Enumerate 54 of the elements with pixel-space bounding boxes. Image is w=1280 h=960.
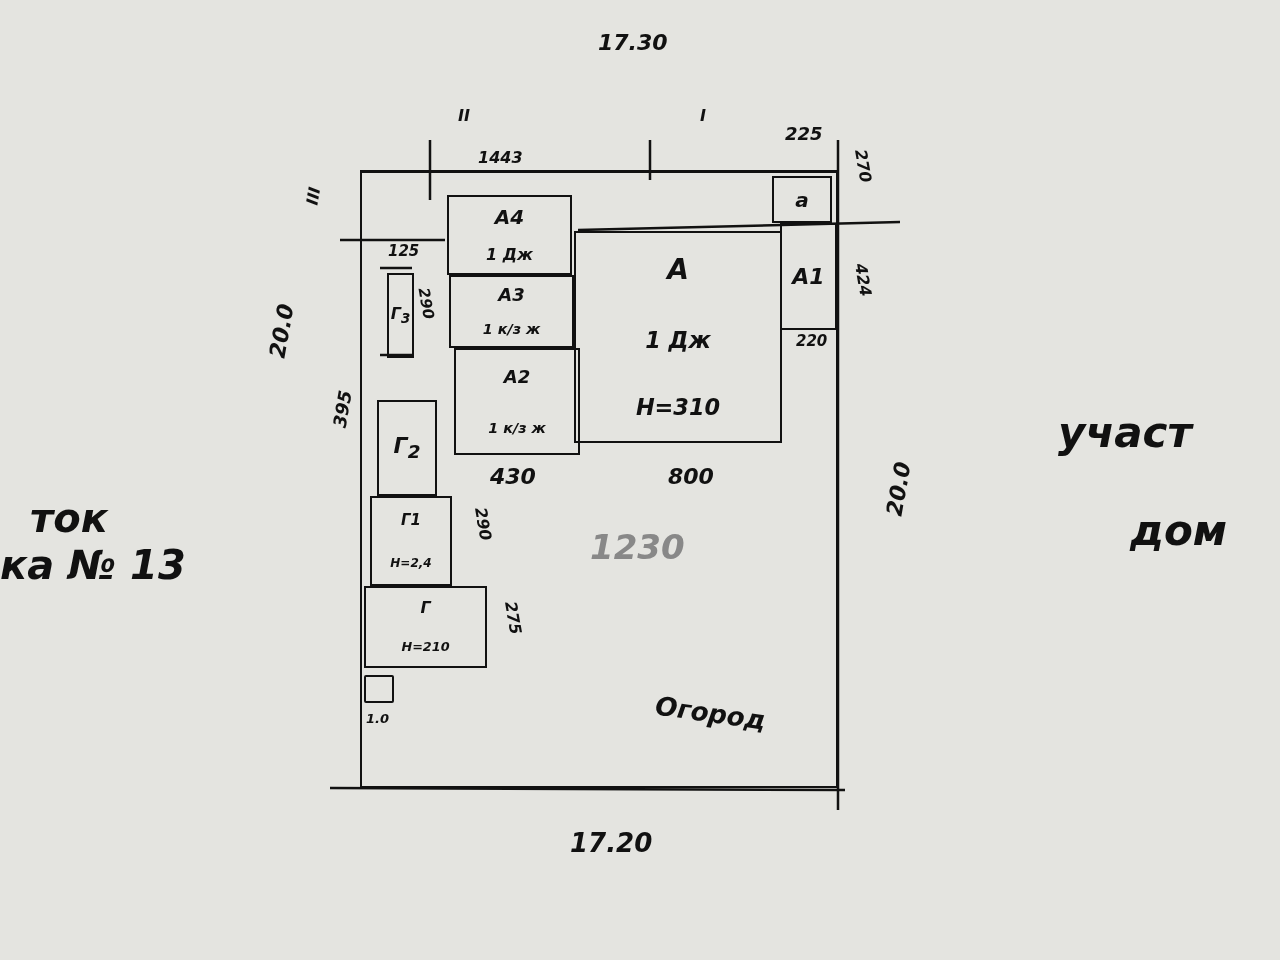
- dimension-label: 270: [851, 148, 874, 184]
- dimension-label: 17.20: [570, 830, 653, 856]
- dimension-label: 20.0: [266, 302, 298, 360]
- section-mark: I: [700, 108, 706, 124]
- dimension-label: 800: [668, 466, 714, 488]
- room-note: 1 к/з ж: [488, 420, 546, 436]
- section-mark: II: [458, 108, 470, 124]
- room-label: Огород: [653, 692, 768, 734]
- building-outline: [364, 586, 487, 668]
- dimension-label: 220: [796, 334, 828, 349]
- room-label: Г$_{2}$: [393, 434, 421, 462]
- building-outline: [454, 348, 580, 455]
- building-outline: [387, 273, 414, 358]
- room-label: а: [795, 189, 809, 210]
- room-label: А3: [498, 286, 525, 305]
- neighbor-note: участ: [1058, 412, 1192, 454]
- dimension-label: 225: [785, 125, 823, 143]
- dimension-label: 125: [388, 244, 420, 259]
- building-outline: [574, 231, 782, 443]
- plot-boundary: [360, 170, 838, 788]
- room-label: А: [667, 255, 689, 284]
- dimension-label: 290: [471, 506, 494, 542]
- room-label: А4: [494, 207, 525, 227]
- room-note: 1 к/з ж: [482, 322, 541, 337]
- building-outline: [447, 195, 572, 275]
- building-outline: [772, 176, 832, 223]
- dimension-label: 275: [501, 600, 524, 636]
- dimension-label: 290: [415, 286, 436, 321]
- building-outline: [370, 496, 452, 586]
- dimension-label: 430: [490, 466, 536, 488]
- dimension-label: 1443: [478, 150, 523, 166]
- dimension-label: 17.30: [598, 32, 668, 54]
- room-label: А2: [503, 367, 531, 386]
- dimension-label: 424: [851, 262, 874, 298]
- room-label: Г1: [401, 512, 421, 528]
- section-mark: III: [304, 185, 324, 207]
- dimension-label: 395: [330, 388, 355, 430]
- room-note: Н=210: [401, 640, 450, 654]
- room-note: 1 Дж: [645, 328, 711, 351]
- room-note: Н=310: [635, 396, 721, 419]
- dimension-label: 20.0: [883, 460, 915, 518]
- building-outline: [449, 275, 574, 348]
- room-label: Г: [420, 600, 431, 617]
- room-label: А1: [792, 265, 825, 288]
- room-note: Н=2,4: [390, 557, 432, 570]
- building-outline: [780, 223, 837, 330]
- room-label: Г$_{3}$: [390, 305, 411, 326]
- neighbor-note: ка № 13: [0, 545, 186, 585]
- room-note: 1 Дж: [486, 247, 533, 263]
- neighbor-note: ток: [30, 498, 108, 538]
- neighbor-note: дом: [1130, 510, 1228, 552]
- area-note: 1230: [590, 530, 685, 564]
- small-outbuilding: [364, 675, 394, 703]
- building-outline: [377, 400, 437, 496]
